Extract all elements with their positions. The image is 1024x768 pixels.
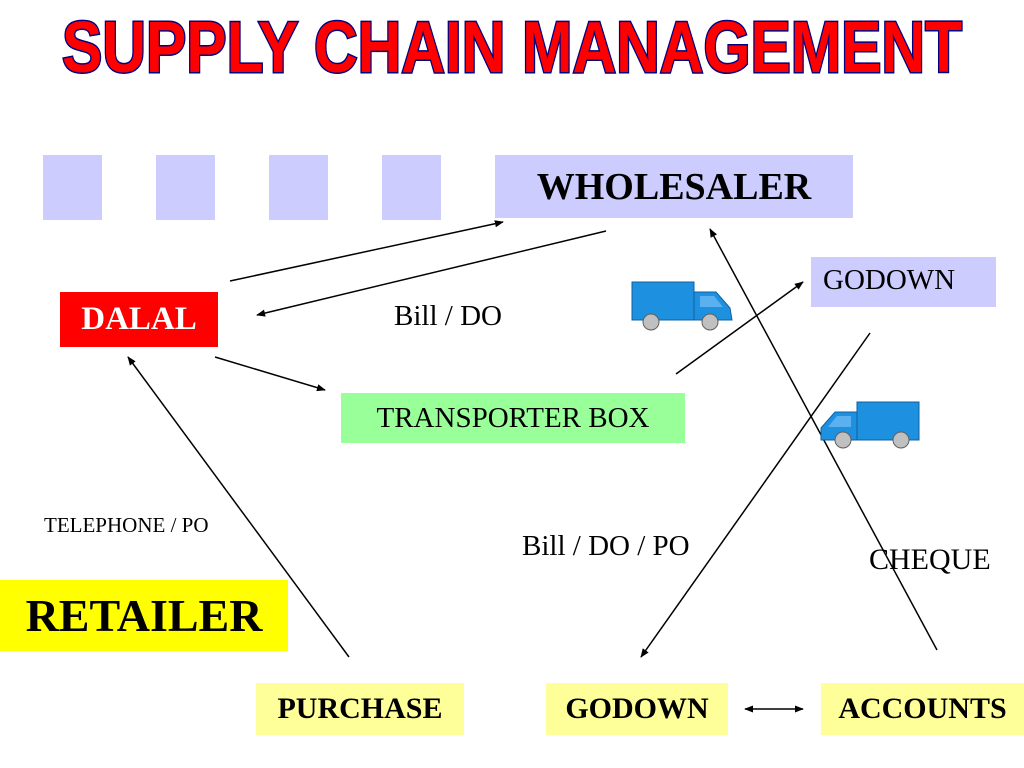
page-title-wrapper: SUPPLY CHAIN MANAGEMENT	[0, 0, 1024, 90]
arrow-dalal-to-transporter	[214, 356, 326, 392]
truck-icon	[631, 281, 733, 331]
arrow-dalal-to-wholesaler	[229, 220, 504, 282]
node-purchase: PURCHASE	[256, 683, 464, 735]
node-godown-bottom: GODOWN	[546, 683, 728, 735]
arrow-transporter-to-godown	[675, 281, 804, 375]
label-bill-do: Bill / DO	[394, 300, 502, 332]
label-telephone-po: TELEPHONE / PO	[44, 513, 209, 537]
decorative-square	[43, 155, 102, 220]
label-bill-do-po: Bill / DO / PO	[522, 530, 690, 562]
node-accounts: ACCOUNTS	[821, 683, 1024, 735]
label-cheque: CHEQUE	[869, 543, 991, 576]
node-transporter-box: TRANSPORTER BOX	[341, 393, 685, 443]
decorative-square	[269, 155, 328, 220]
decorative-square	[156, 155, 215, 220]
node-wholesaler: WHOLESALER	[495, 155, 853, 218]
node-godown-top: GODOWN	[811, 257, 996, 307]
arrow-wholesaler-to-dalal	[256, 230, 607, 317]
decorative-square	[382, 155, 441, 220]
arrow-purchase-to-dalal	[127, 356, 350, 658]
page-title: SUPPLY CHAIN MANAGEMENT	[62, 8, 962, 88]
arrow-to-godown-bottom	[640, 332, 871, 658]
node-retailer: RETAILER	[0, 580, 288, 651]
node-dalal: DALAL	[60, 292, 218, 347]
truck-icon	[820, 401, 920, 449]
